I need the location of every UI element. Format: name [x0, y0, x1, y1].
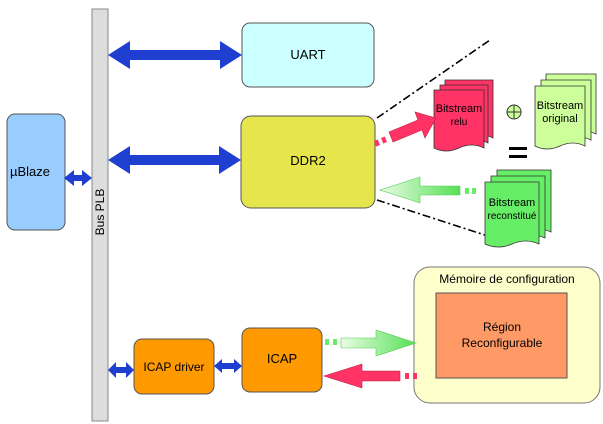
- arrow-ddr2-to-read: [374, 111, 437, 147]
- bitstream-rebuilt-label-1: Bitstream: [489, 197, 535, 209]
- ddr2-label: DDR2: [290, 153, 325, 168]
- bus-icap-driver-arrow: [108, 362, 134, 378]
- bitstream-rebuilt-stack: Bitstream reconstitué: [484, 169, 552, 248]
- region-label-1: Région: [483, 320, 521, 334]
- arrow-memory-to-icap: [323, 363, 417, 389]
- icap-label: ICAP: [267, 351, 297, 366]
- bitstream-rebuilt-label-2: reconstitué: [488, 211, 537, 222]
- bitstream-read-stack: Bitstream relu: [433, 79, 494, 152]
- bitstream-original-stack: Bitstream original: [534, 73, 597, 150]
- microblaze-bus-arrow: [64, 170, 92, 186]
- region-label-2: Reconfigurable: [462, 336, 543, 350]
- bitstream-read-label-1: Bitstream: [436, 103, 482, 115]
- ddr2-block: DDR2: [240, 115, 376, 209]
- uart-block: UART: [241, 22, 375, 88]
- bitstream-read-label-2: relu: [451, 117, 468, 128]
- config-memory-block: Mémoire de configuration Région Reconfig…: [413, 266, 601, 404]
- zoom-line-bottom: [376, 199, 495, 239]
- equals-operator-icon: [509, 147, 527, 158]
- icap-block: ICAP: [241, 327, 323, 393]
- bitstream-original-label-2: original: [542, 113, 577, 125]
- microblaze-block: µBlaze: [6, 113, 66, 231]
- arrow-icap-to-memory: [325, 329, 417, 357]
- bus-label: Bus PLB: [93, 189, 107, 236]
- reconfigurable-region: [435, 292, 568, 379]
- uart-label: UART: [290, 47, 325, 62]
- icap-driver-icap-arrow: [214, 359, 242, 373]
- bus-plb: Bus PLB: [91, 8, 109, 422]
- zoom-line-top: [376, 39, 491, 119]
- arrow-rebuilt-to-ddr2: [379, 176, 476, 204]
- config-memory-title: Mémoire de configuration: [439, 272, 574, 286]
- xor-operator-icon: [506, 104, 522, 120]
- icap-driver-block: ICAP driver: [133, 338, 215, 395]
- bitstream-original-label-1: Bitstream: [537, 100, 583, 112]
- ddr2-bus-arrow: [108, 146, 241, 174]
- microblaze-label: µBlaze: [10, 164, 50, 179]
- uart-bus-arrow: [108, 41, 242, 69]
- icap-driver-label: ICAP driver: [143, 360, 204, 374]
